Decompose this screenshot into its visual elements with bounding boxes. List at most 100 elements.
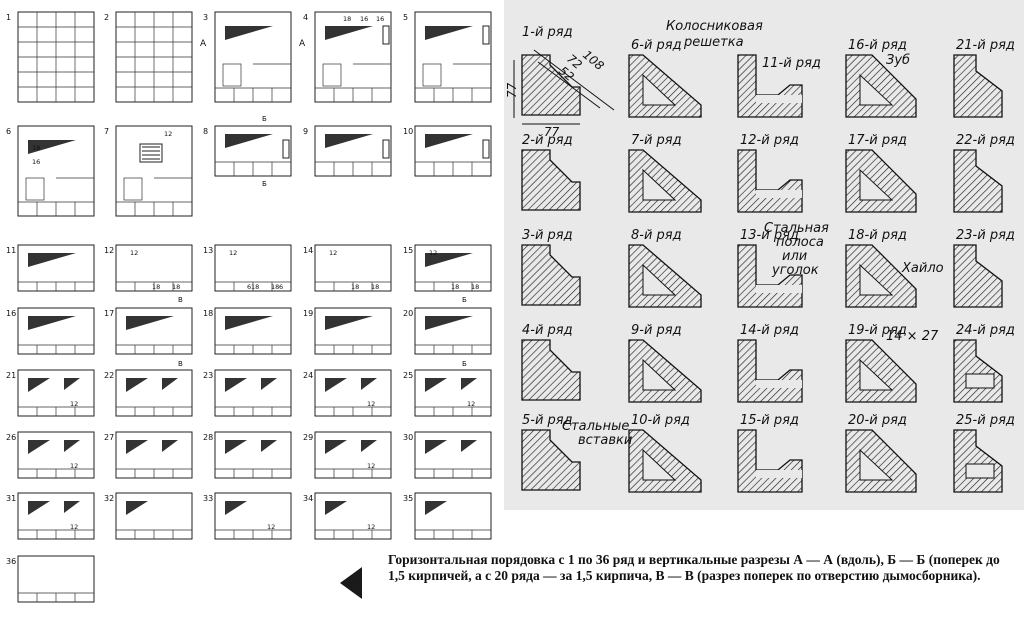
course-label: 14-й ряд xyxy=(740,323,799,338)
brick-course-shape xyxy=(845,339,917,403)
brick-size-label: 12 xyxy=(367,400,375,408)
section-label-b: Б xyxy=(462,296,467,304)
brick-joint xyxy=(422,63,442,87)
inner-channel xyxy=(642,168,677,201)
brick-joint xyxy=(25,177,45,201)
flue-channel xyxy=(162,440,178,452)
annotation-steel-strip: или xyxy=(782,249,807,264)
inner-channel xyxy=(859,358,894,391)
course-number: 24 xyxy=(303,371,313,380)
flue-channel xyxy=(325,316,373,330)
brick-joint xyxy=(123,177,143,201)
inner-channel xyxy=(965,373,995,389)
course-number: 4 xyxy=(303,13,308,22)
brick-size-label: 12 xyxy=(367,523,375,531)
course-plan-35: 35 xyxy=(403,492,492,540)
inner-channel xyxy=(756,95,802,103)
course-number: 14 xyxy=(303,246,313,255)
course-plan-9: 9 xyxy=(303,125,392,177)
flue-channel xyxy=(325,440,347,454)
course-label: 13-й ряд xyxy=(740,228,799,243)
corner-course-19: 19-й ряд xyxy=(845,323,917,403)
inner-channel xyxy=(756,470,802,478)
course-plan-32: 32 xyxy=(104,492,193,540)
corner-course-17: 17-й ряд xyxy=(845,133,917,213)
course-number: 23 xyxy=(203,371,213,380)
annotation-steel-strip: полоса xyxy=(776,235,824,250)
section-label-a: А xyxy=(299,39,306,49)
annotation-grate: Колосниковая xyxy=(666,19,763,34)
inner-channel xyxy=(756,190,802,198)
annotation-size: 14 × 27 xyxy=(886,329,939,344)
corner-course-15: 15-й ряд xyxy=(737,413,803,493)
course-plan-10: 10 xyxy=(403,125,492,177)
corner-course-7: 7-й ряд xyxy=(628,133,702,213)
course-number: 18 xyxy=(203,309,213,318)
brick-course-shape xyxy=(628,429,702,493)
course-plan-27: 27 xyxy=(104,431,193,479)
course-plan-28: 28 xyxy=(203,431,292,479)
course-number: 12 xyxy=(104,246,114,255)
brick-course-shape xyxy=(521,149,581,211)
course-label: 18-й ряд xyxy=(848,228,907,243)
course-label: 4-й ряд xyxy=(522,323,573,338)
inner-channel xyxy=(756,285,802,293)
course-label: 3-й ряд xyxy=(522,228,573,243)
course-plan-2: 2 xyxy=(104,11,193,103)
brick-size-label: 12 xyxy=(429,249,437,257)
course-number: 31 xyxy=(6,494,16,503)
inner-channel xyxy=(756,380,802,388)
flue-channel xyxy=(261,440,277,452)
inner-channel xyxy=(859,168,894,201)
course-label: 8-й ряд xyxy=(631,228,682,243)
flue-channel xyxy=(425,501,447,515)
course-label: 7-й ряд xyxy=(631,133,682,148)
brick-course-shape xyxy=(521,429,581,491)
course-plan-19: 19 xyxy=(303,307,392,355)
course-label: 6-й ряд xyxy=(631,38,682,53)
course-plan-30: 30 xyxy=(403,431,492,479)
corner-course-6: 6-й ряд xyxy=(628,38,702,118)
course-label: 24-й ряд xyxy=(956,323,1015,338)
brick-size-label: 12 xyxy=(70,523,78,531)
course-number: 25 xyxy=(403,371,413,380)
course-plan-36: 36 xyxy=(6,555,95,603)
brick-course-shape xyxy=(953,244,1003,308)
door-frame xyxy=(482,139,490,159)
brick-size-label: 18 xyxy=(451,283,459,291)
flue-channel xyxy=(64,378,80,390)
course-number: 7 xyxy=(104,127,109,136)
brick-size-label: 6 xyxy=(279,283,283,291)
corner-course-3: 3-й ряд xyxy=(521,228,581,306)
flue-channel xyxy=(126,316,174,330)
course-outline xyxy=(17,555,95,603)
flue-channel xyxy=(126,440,148,454)
flue-channel xyxy=(225,501,247,515)
brick-course-shape xyxy=(953,429,1003,493)
triangle-left-icon[interactable] xyxy=(338,566,364,600)
inner-channel xyxy=(859,73,894,106)
course-number: 34 xyxy=(303,494,313,503)
flue-channel xyxy=(325,134,373,148)
flue-channel xyxy=(126,501,148,515)
corner-course-21: 21-й ряд xyxy=(953,38,1015,118)
course-plan-3: 3 xyxy=(203,11,292,103)
flue-channel xyxy=(28,440,50,454)
inner-channel xyxy=(642,263,677,296)
course-plan-5: 5 xyxy=(403,11,492,103)
door-frame xyxy=(382,139,390,159)
corner-course-12: 12-й ряд xyxy=(737,133,803,213)
course-number: 15 xyxy=(403,246,413,255)
brick-size-label: 18 xyxy=(172,283,180,291)
flue-channel xyxy=(325,378,347,392)
course-number: 22 xyxy=(104,371,114,380)
flue-channel xyxy=(461,440,477,452)
course-label: 15-й ряд xyxy=(740,413,799,428)
